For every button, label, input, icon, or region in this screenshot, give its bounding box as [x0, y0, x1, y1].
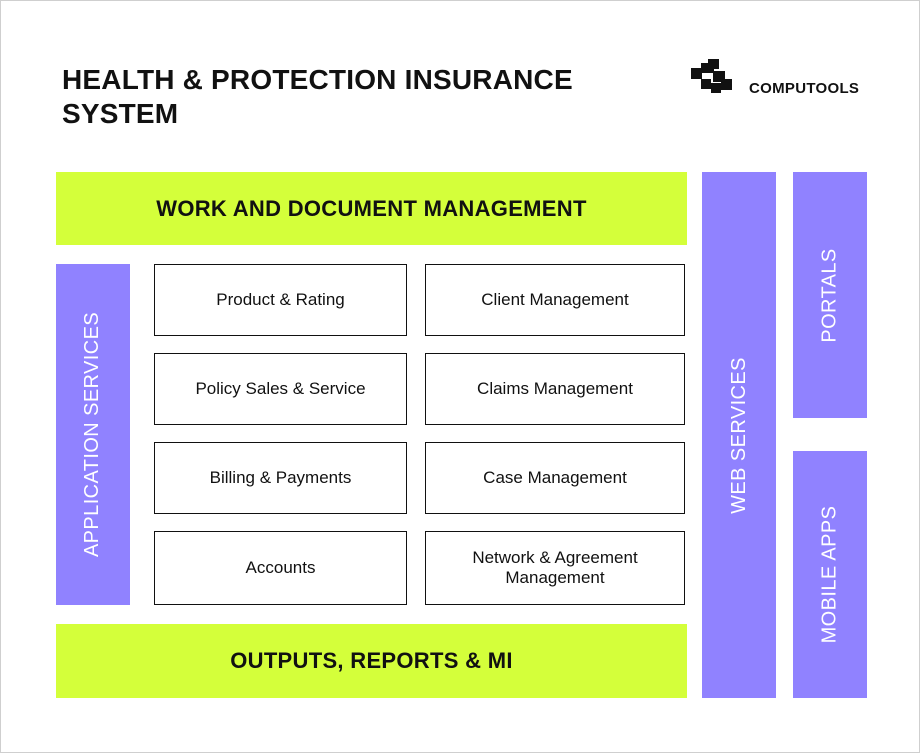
- brand-name: COMPUTOOLS: [749, 80, 860, 97]
- bar-web-services-label: WEB SERVICES: [727, 356, 750, 514]
- band-outputs-reports-mi: OUTPUTS, REPORTS & MI: [56, 624, 687, 698]
- page-title: HEALTH & PROTECTION INSURANCE SYSTEM: [62, 63, 662, 131]
- title-line-2: SYSTEM: [62, 98, 179, 129]
- brand: COMPUTOOLS: [691, 59, 891, 97]
- module-case-management: Case Management: [425, 442, 685, 514]
- bar-mobile-apps: MOBILE APPS: [793, 451, 867, 698]
- bar-portals-label: PORTALS: [818, 247, 841, 343]
- module-billing-payments: Billing & Payments: [154, 442, 407, 514]
- title-line-1: HEALTH & PROTECTION INSURANCE: [62, 64, 573, 95]
- band-work-document-management: WORK AND DOCUMENT MANAGEMENT: [56, 172, 687, 245]
- bar-application-services-label: APPLICATION SERVICES: [81, 311, 104, 558]
- module-policy-sales-service: Policy Sales & Service: [154, 353, 407, 425]
- computools-logo-icon: [691, 59, 732, 93]
- module-network-agreement-management: Network & Agreement Management: [425, 531, 685, 605]
- bar-web-services: WEB SERVICES: [702, 172, 776, 698]
- module-product-rating: Product & Rating: [154, 264, 407, 336]
- bar-portals: PORTALS: [793, 172, 867, 418]
- module-client-management: Client Management: [425, 264, 685, 336]
- bar-mobile-apps-label: MOBILE APPS: [818, 505, 841, 644]
- module-claims-management: Claims Management: [425, 353, 685, 425]
- bar-application-services: APPLICATION SERVICES: [56, 264, 130, 605]
- module-accounts: Accounts: [154, 531, 407, 605]
